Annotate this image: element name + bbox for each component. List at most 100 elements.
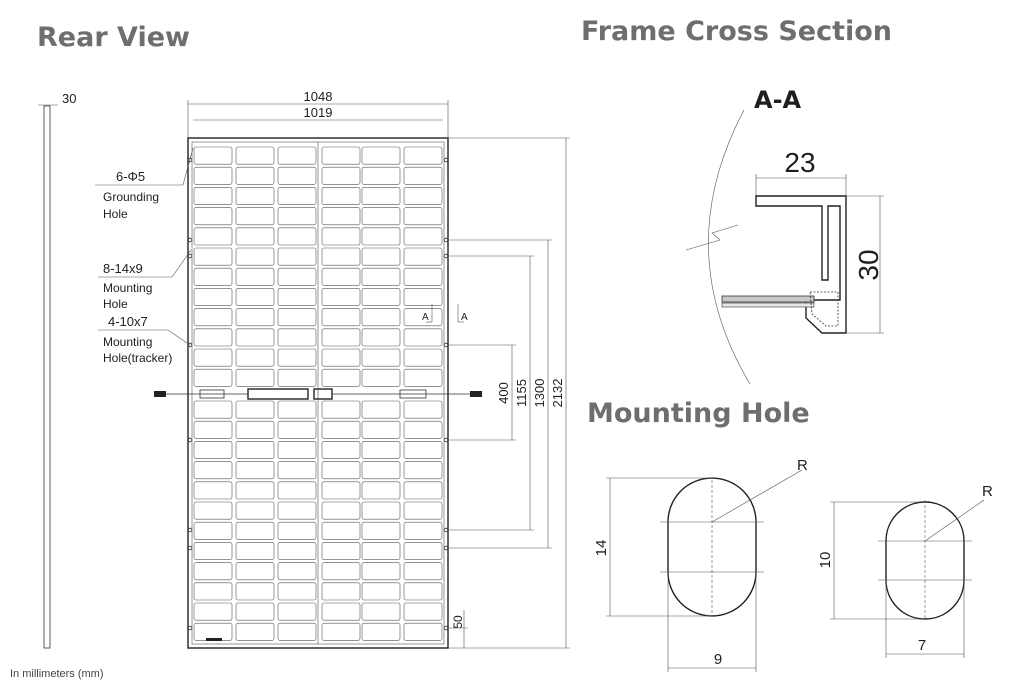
mounting-hole-small: R 10 7	[817, 483, 993, 658]
solar-cell	[321, 400, 361, 419]
solar-cell	[193, 562, 233, 581]
solar-cell	[361, 501, 401, 520]
solar-cell	[361, 521, 401, 540]
solar-cell	[193, 227, 233, 246]
solar-cell	[235, 602, 275, 621]
break-curve	[708, 109, 751, 385]
solar-cell	[403, 308, 443, 327]
section-height-label: 30	[853, 249, 884, 280]
solar-cell	[235, 348, 275, 367]
solar-cell	[193, 247, 233, 266]
break-symbol	[685, 224, 739, 251]
solar-cell	[277, 348, 317, 367]
solar-cell	[361, 542, 401, 560]
solar-cell	[235, 187, 275, 205]
solar-cell	[277, 166, 317, 185]
solar-cell	[321, 328, 361, 347]
solar-cell	[321, 602, 361, 621]
solar-cell	[277, 622, 317, 641]
solar-cell	[403, 187, 443, 205]
solar-cell	[403, 461, 443, 480]
solar-cell	[193, 441, 233, 459]
cable-clip-left	[199, 389, 225, 399]
solar-cell	[403, 441, 443, 459]
solar-cell	[403, 501, 443, 520]
solar-cell	[235, 146, 275, 165]
solar-cell	[321, 582, 361, 601]
large-radius-leader	[711, 469, 803, 523]
solar-cell	[403, 582, 443, 601]
laminate-backsheet	[721, 302, 815, 308]
solar-cell	[321, 288, 361, 306]
laminate-glass	[721, 295, 815, 303]
solar-cell	[277, 461, 317, 480]
solar-cell	[361, 267, 401, 286]
solar-cell	[277, 521, 317, 540]
frame-sealant	[809, 291, 839, 327]
connector-right	[470, 391, 482, 397]
solar-cell	[321, 247, 361, 266]
solar-cell	[193, 348, 233, 367]
solar-cell	[403, 207, 443, 226]
small-height-label: 10	[817, 552, 834, 569]
solar-cell	[277, 368, 317, 387]
solar-cell	[403, 400, 443, 419]
solar-cell	[321, 187, 361, 205]
solar-cell	[235, 481, 275, 500]
solar-cell	[403, 146, 443, 165]
solar-cell	[361, 368, 401, 387]
small-radius-leader	[924, 499, 985, 542]
solar-cell	[277, 146, 317, 165]
solar-cell	[361, 146, 401, 165]
solar-cell	[235, 441, 275, 459]
solar-cell	[193, 288, 233, 306]
solar-cell	[235, 582, 275, 601]
solar-cell	[321, 501, 361, 520]
solar-cell	[361, 227, 401, 246]
solar-cell	[277, 227, 317, 246]
solar-cell	[193, 602, 233, 621]
solar-cell	[277, 441, 317, 459]
tracker-label-1: Mounting	[103, 335, 152, 349]
solar-cell	[277, 481, 317, 500]
solar-cell	[361, 481, 401, 500]
solar-cell	[403, 521, 443, 540]
solar-cell	[361, 420, 401, 439]
small-width-label: 7	[918, 637, 926, 654]
solar-cell	[277, 288, 317, 306]
solar-cell	[193, 328, 233, 347]
solar-cell	[403, 368, 443, 387]
mounting-leader	[98, 249, 192, 278]
solar-cell	[361, 328, 401, 347]
solar-cell	[403, 622, 443, 641]
solar-cell	[403, 288, 443, 306]
section-width-label: 23	[784, 147, 815, 178]
panel-frame	[187, 137, 449, 649]
solar-cell	[361, 207, 401, 226]
solar-cell	[321, 207, 361, 226]
solar-cell	[235, 622, 275, 641]
solar-cell	[361, 602, 401, 621]
rear-view-title: Rear View	[37, 22, 190, 53]
solar-cell	[403, 348, 443, 367]
solar-cell	[193, 146, 233, 165]
solar-cell	[277, 420, 317, 439]
mounting-size: 8-14x9	[103, 261, 143, 276]
solar-cell	[361, 622, 401, 641]
label-plate	[206, 638, 222, 641]
grounding-size: 6-Φ5	[116, 169, 145, 184]
solar-cell	[361, 400, 401, 419]
solar-cell	[361, 562, 401, 581]
tracker-label-2: Hole(tracker)	[103, 351, 172, 365]
section-marker-left: A	[422, 312, 429, 323]
solar-cell	[277, 542, 317, 560]
dim-1155-label: 1155	[514, 379, 529, 407]
solar-cell	[193, 308, 233, 327]
solar-cell	[193, 207, 233, 226]
solar-cell	[235, 368, 275, 387]
solar-cell	[235, 227, 275, 246]
solar-cell	[403, 481, 443, 500]
rear-view-panel: 1048 1019	[154, 89, 482, 649]
dim-50-label: 50	[451, 615, 465, 629]
solar-cell	[193, 267, 233, 286]
